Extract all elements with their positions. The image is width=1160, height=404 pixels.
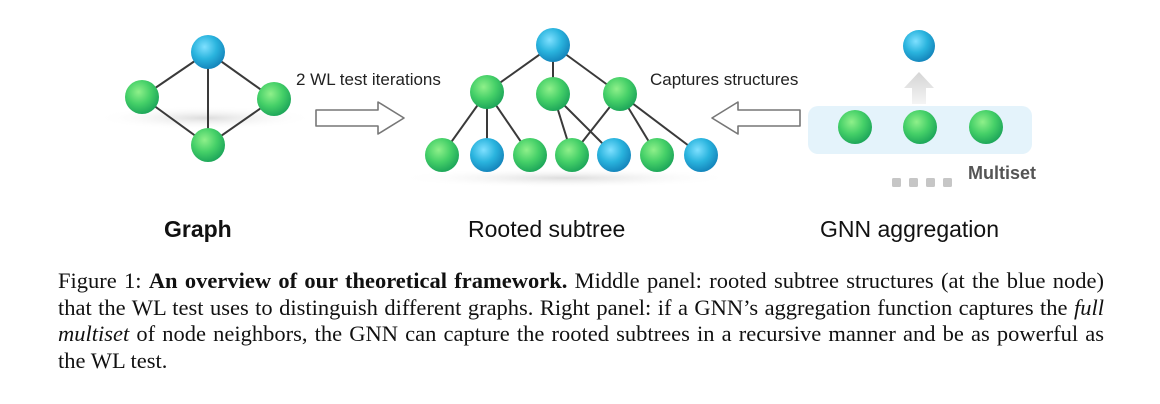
subtree-leaf-node [513,138,547,172]
graph-node-green [257,82,291,116]
figure-diagram [95,28,1032,188]
subtree-leaf-node [597,138,631,172]
subtree-leaf-node [555,138,589,172]
subtree-level1-node [603,77,637,111]
subtree-root-node [536,28,570,62]
multiset-node [969,110,1003,144]
figure-caption: Figure 1: An overview of our theoretical… [58,268,1104,374]
caption-text: Middle panel: rooted subtree structures … [58,268,1104,320]
subtree-leaf-node [425,138,459,172]
wl-iterations-label: 2 WL test iterations [296,70,441,89]
subtree-shadow [395,168,735,188]
gnn-panel-label: GNN aggregation [820,216,999,242]
graph-panel-label: Graph [164,216,232,242]
multiset-dots [892,178,952,187]
captures-structures-label: Captures structures [650,70,799,89]
captures-arrow-icon [711,101,801,135]
graph-node-green [191,128,225,162]
caption-prefix: Figure 1: [58,268,142,293]
subtree-leaf-node [470,138,504,172]
graph-node-blue [191,35,225,69]
caption-title: An overview of our theoretical framework… [148,268,568,293]
caption-emphasis: full multiset [58,294,1104,347]
wl-arrow-icon [315,101,405,135]
aggregate-up-arrow-icon [904,72,934,104]
multiset-node [903,110,937,144]
multiset-node [838,110,872,144]
subtree-level1-node [470,75,504,109]
subtree-leaf-node [640,138,674,172]
aggregated-node [903,30,935,62]
subtree-level1-node [536,77,570,111]
subtree-leaf-node [684,138,718,172]
multiset-label: Multiset [968,163,1037,183]
graph-node-green [125,80,159,114]
subtree-panel-label: Rooted subtree [468,216,626,242]
caption-text: of node neighbors, the GNN can capture t… [58,321,1104,373]
